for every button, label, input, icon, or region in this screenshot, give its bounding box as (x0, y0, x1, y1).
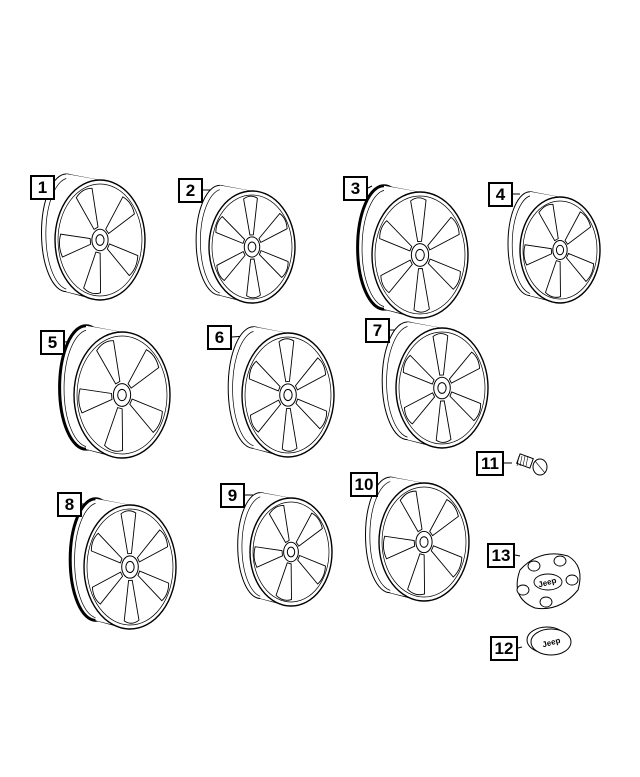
part-5-wheel (58, 324, 171, 459)
callout-11[interactable]: 11 (476, 451, 504, 476)
callout-13[interactable]: 13 (487, 543, 515, 568)
part-4-wheel (507, 191, 601, 304)
callout-12[interactable]: 12 (490, 636, 518, 661)
part-1-wheel (41, 173, 146, 301)
callout-10[interactable]: 10 (350, 472, 378, 497)
part-9-wheel (237, 492, 333, 607)
callout-5[interactable]: 5 (40, 330, 65, 355)
part-8-wheel (68, 497, 177, 630)
callout-7[interactable]: 7 (365, 318, 390, 343)
callout-8[interactable]: 8 (57, 492, 82, 517)
callout-4[interactable]: 4 (488, 182, 513, 207)
part-10-wheel (365, 476, 470, 602)
callout-2[interactable]: 2 (178, 178, 203, 203)
part-2-wheel (195, 184, 296, 304)
part-6-wheel (227, 326, 335, 458)
part-11-lug-nut (516, 453, 548, 476)
part-13-center-cap: Jeep (516, 553, 581, 610)
callout-6[interactable]: 6 (207, 325, 232, 350)
part-12-center-cap: Jeep (526, 626, 572, 656)
callout-9[interactable]: 9 (220, 483, 245, 508)
callout-1[interactable]: 1 (30, 175, 55, 200)
part-3-wheel (356, 184, 469, 319)
part-7-wheel (381, 321, 489, 449)
callout-3[interactable]: 3 (343, 176, 368, 201)
